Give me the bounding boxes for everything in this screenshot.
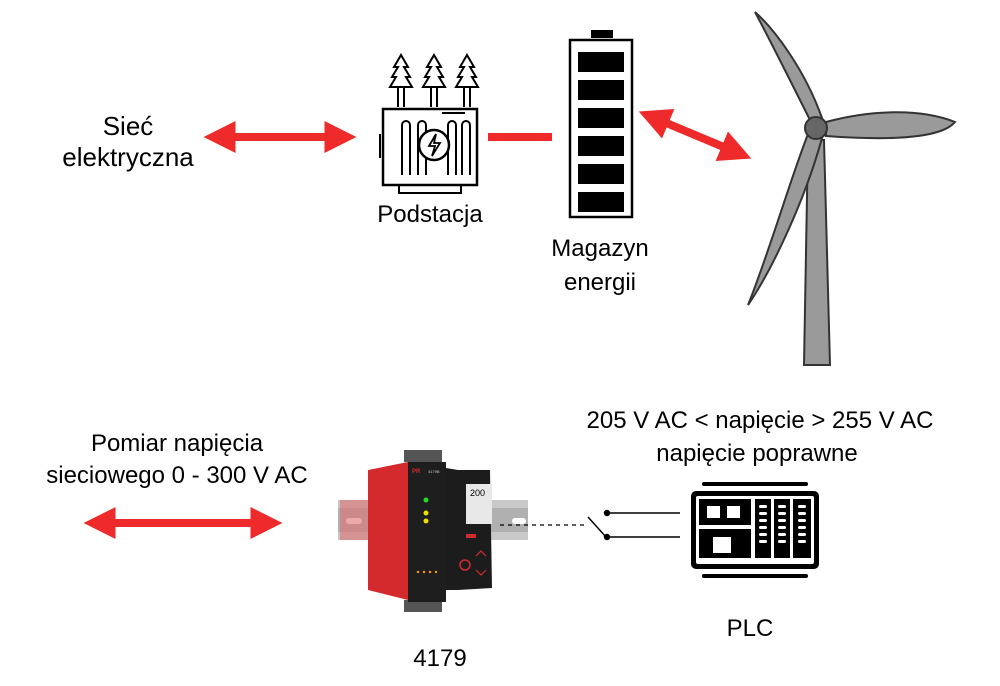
plc-icon (691, 482, 819, 578)
device-label: 4179 (413, 645, 466, 672)
device-4179: PR 4179B 200 (338, 450, 528, 612)
wind-turbine-icon (747, 11, 957, 366)
substation-icon (379, 53, 480, 194)
condition-label: 205 V AC < napięcie > 255 V AC (587, 407, 934, 434)
battery-icon (568, 30, 634, 219)
insulators (388, 53, 480, 107)
device-brand: PR (412, 469, 421, 475)
measure-label: Pomiar napięcia (91, 430, 264, 457)
device-model: 4179B (428, 469, 440, 474)
display-value: 200 (470, 488, 485, 498)
storage-label-2: energii (564, 269, 636, 296)
substation-label: Podstacja (377, 201, 483, 228)
storage-turbine-arrow (638, 109, 752, 161)
measure-label-2: sieciowego 0 - 300 V AC (46, 462, 307, 489)
condition-label-2: napięcie poprawne (656, 440, 857, 467)
storage-label: Magazyn (551, 235, 648, 262)
plc-label: PLC (727, 615, 774, 642)
grid-label: Sieć (103, 111, 154, 141)
grid-label-2: elektryczna (62, 142, 194, 172)
relay-switch-icon (587, 509, 680, 541)
